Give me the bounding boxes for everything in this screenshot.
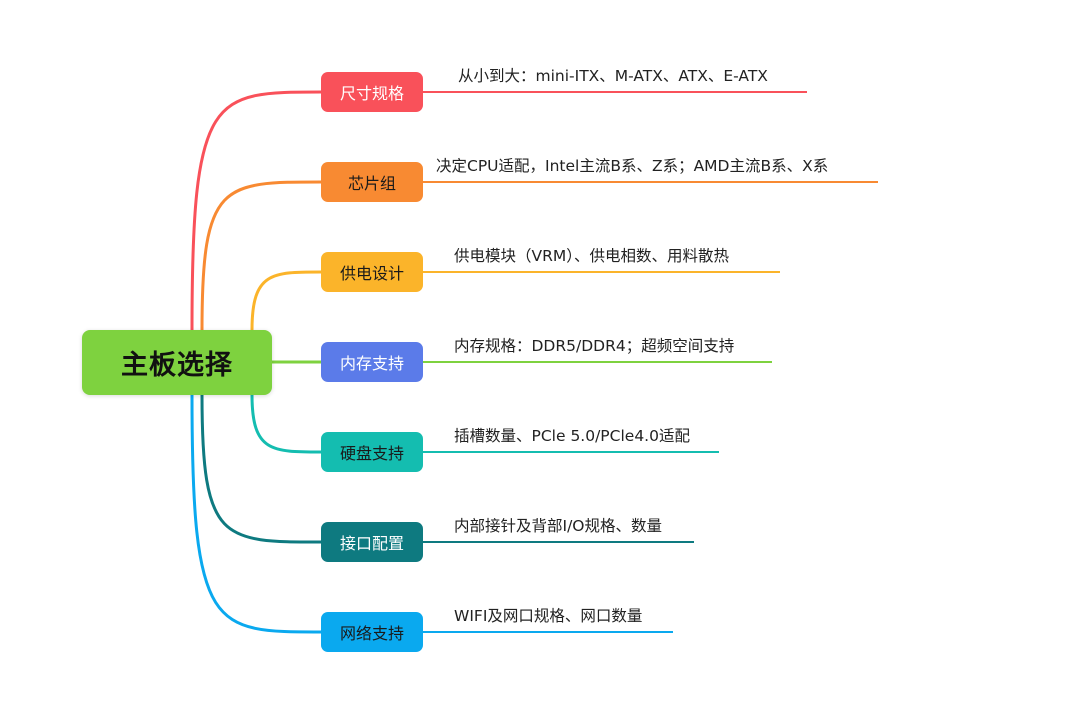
branch-node-network[interactable]: 网络支持 (321, 612, 423, 652)
branch-desc-chipset[interactable]: 决定CPU适配，Intel主流B系、Z系；AMD主流B系、X系 (436, 157, 829, 175)
branch-node-memory[interactable]: 内存支持 (321, 342, 423, 382)
branch-node-chipset[interactable]: 芯片组 (321, 162, 423, 202)
branch-desc-power[interactable]: 供电模块（VRM）、供电相数、用料散热 (454, 247, 729, 265)
link-storage (250, 394, 322, 454)
branch-node-size[interactable]: 尺寸规格 (321, 72, 423, 112)
branch-desc-size[interactable]: 从小到大：mini-ITX、M-ATX、ATX、E-ATX (458, 67, 768, 85)
link-chipset (200, 180, 322, 331)
branch-desc-network[interactable]: WIFI及网口规格、网口数量 (454, 607, 643, 625)
branch-desc-storage[interactable]: 插槽数量、PCle 5.0/PCle4.0适配 (454, 427, 690, 445)
link-power (250, 270, 322, 331)
link-io (200, 394, 322, 544)
branch-node-storage[interactable]: 硬盘支持 (321, 432, 423, 472)
branch-desc-memory[interactable]: 内存规格：DDR5/DDR4；超频空间支持 (454, 337, 735, 355)
link-size (190, 90, 322, 331)
branch-desc-io[interactable]: 内部接针及背部I/O规格、数量 (454, 517, 662, 535)
link-network (190, 394, 322, 634)
branch-node-power[interactable]: 供电设计 (321, 252, 423, 292)
root-node[interactable]: 主板选择 (82, 330, 272, 395)
branch-node-io[interactable]: 接口配置 (321, 522, 423, 562)
